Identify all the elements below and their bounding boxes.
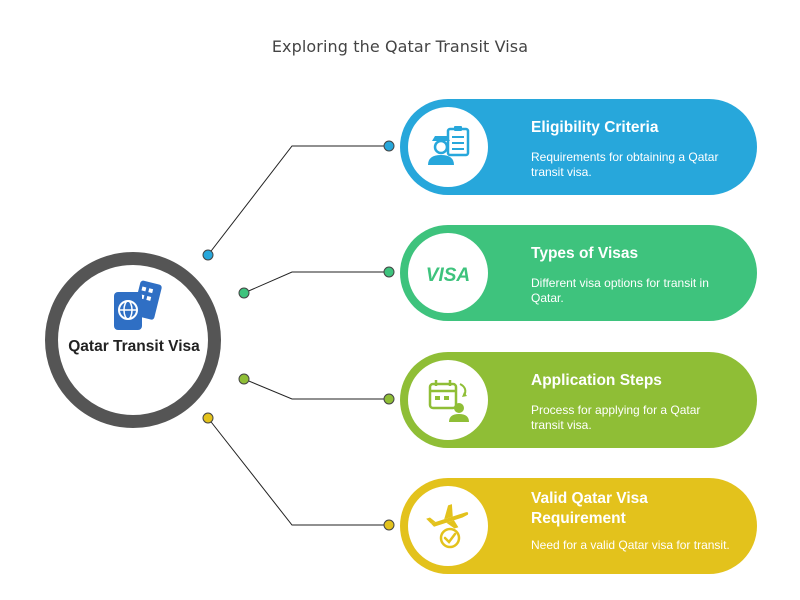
topic-card-eligibility-criteria: Eligibility Criteria Requirements for ob… <box>400 99 757 195</box>
visa-text-icon: VISA <box>426 265 470 286</box>
card-title: Types of Visas <box>531 245 639 262</box>
card-description: Process for applying for a Qatar transit… <box>531 403 701 432</box>
connector-1 <box>207 145 389 256</box>
svg-text:VISA: VISA <box>426 265 470 286</box>
connector-2-card-dot <box>383 266 395 278</box>
diagram-title: Exploring the Qatar Transit Visa <box>271 37 529 56</box>
connector-3-hub-dot <box>238 373 250 385</box>
card-description: Different visa options for transit in Qa… <box>531 276 709 305</box>
connector-4 <box>207 417 389 526</box>
topic-card-application-steps: Application Steps Process for applying f… <box>400 352 757 448</box>
plane-check-icon <box>426 504 469 549</box>
card-title: Eligibility Criteria <box>531 119 659 136</box>
hub-label: Qatar Transit Visa <box>68 338 200 355</box>
card-description: Need for a valid Qatar visa for transit. <box>531 538 730 552</box>
connector-4-card-dot <box>383 519 395 531</box>
calendar-user-icon <box>428 380 469 422</box>
officer-checklist-icon <box>428 126 470 165</box>
connector-3-card-dot <box>383 393 395 405</box>
card-title: Application Steps <box>531 372 662 389</box>
topic-card-types-of-visas: VISA Types of Visas Different visa optio… <box>400 225 757 321</box>
connector-2-hub-dot <box>238 287 250 299</box>
connector-1-card-dot <box>383 140 395 152</box>
icon-disc <box>408 233 488 313</box>
icon-disc <box>408 486 488 566</box>
connector-2 <box>243 271 389 294</box>
passport-and-tickets-icon <box>114 280 162 330</box>
topic-card-valid-qatar-visa-requirement: Valid Qatar Visa Requirement Need for a … <box>400 478 757 574</box>
card-title: Valid Qatar Visa Requirement <box>531 490 648 527</box>
card-description: Requirements for obtaining a Qatar trans… <box>531 150 719 179</box>
connector-3 <box>243 378 389 400</box>
connector-4-hub-dot <box>202 412 214 424</box>
connector-1-hub-dot <box>202 249 214 261</box>
